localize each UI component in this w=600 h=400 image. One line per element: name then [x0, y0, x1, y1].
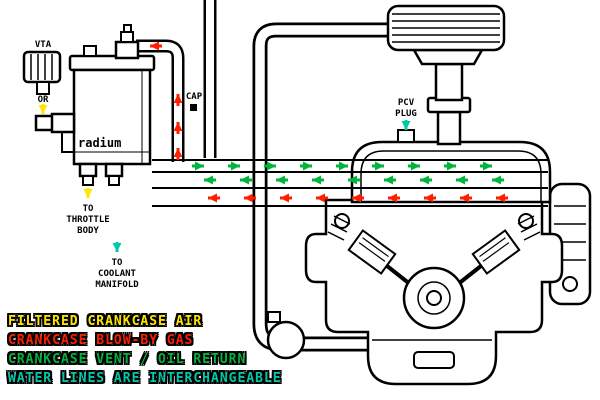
lid-fitting-small [83, 45, 97, 57]
brand-logo: radium [78, 136, 121, 150]
hose-runs [152, 159, 548, 207]
oil-pickup [413, 351, 455, 369]
catch-can-vent-pipe [136, 39, 185, 162]
to-throttle-body-label: TO THROTTLE BODY [66, 204, 110, 236]
legend-crankcase-blow-by-gas: CRANKCASE BLOW-BY GAS [8, 333, 194, 348]
side-port-elbow [34, 112, 76, 134]
engine-illustration [304, 4, 592, 386]
catch-can: radium [22, 24, 156, 186]
pcv-plug-label: PCV PLUG [395, 98, 417, 119]
legend-water-lines: WATER LINES ARE INTERCHANGEABLE [8, 371, 282, 386]
flow-arrows-water [112, 120, 411, 252]
flow-arrows-blow-by [150, 41, 508, 203]
can-lid [68, 54, 156, 72]
air-cleaner [386, 4, 506, 52]
or-label: OR [37, 95, 49, 105]
intake-resonator [266, 311, 306, 360]
flow-arrows-filtered-air [38, 104, 93, 198]
legend-crankcase-vent-oil-return: CRANKCASE VENT / OIL RETURN [8, 352, 247, 367]
bottom-fittings [78, 162, 124, 186]
cap-fitting-column [114, 24, 140, 60]
vta-filter [22, 50, 62, 95]
throttle-neck [411, 48, 485, 146]
legend-filtered-crankcase-air: FILTERED CRANKCASE AIR [8, 314, 203, 329]
cap-marker-square [190, 104, 197, 111]
engine-internals [327, 213, 541, 369]
cap-label: CAP [185, 92, 203, 102]
vta-label: VTA [34, 40, 52, 50]
pcv-plug-fitting [397, 129, 415, 143]
to-coolant-manifold-label: TO COOLANT MANIFOLD [95, 258, 139, 290]
